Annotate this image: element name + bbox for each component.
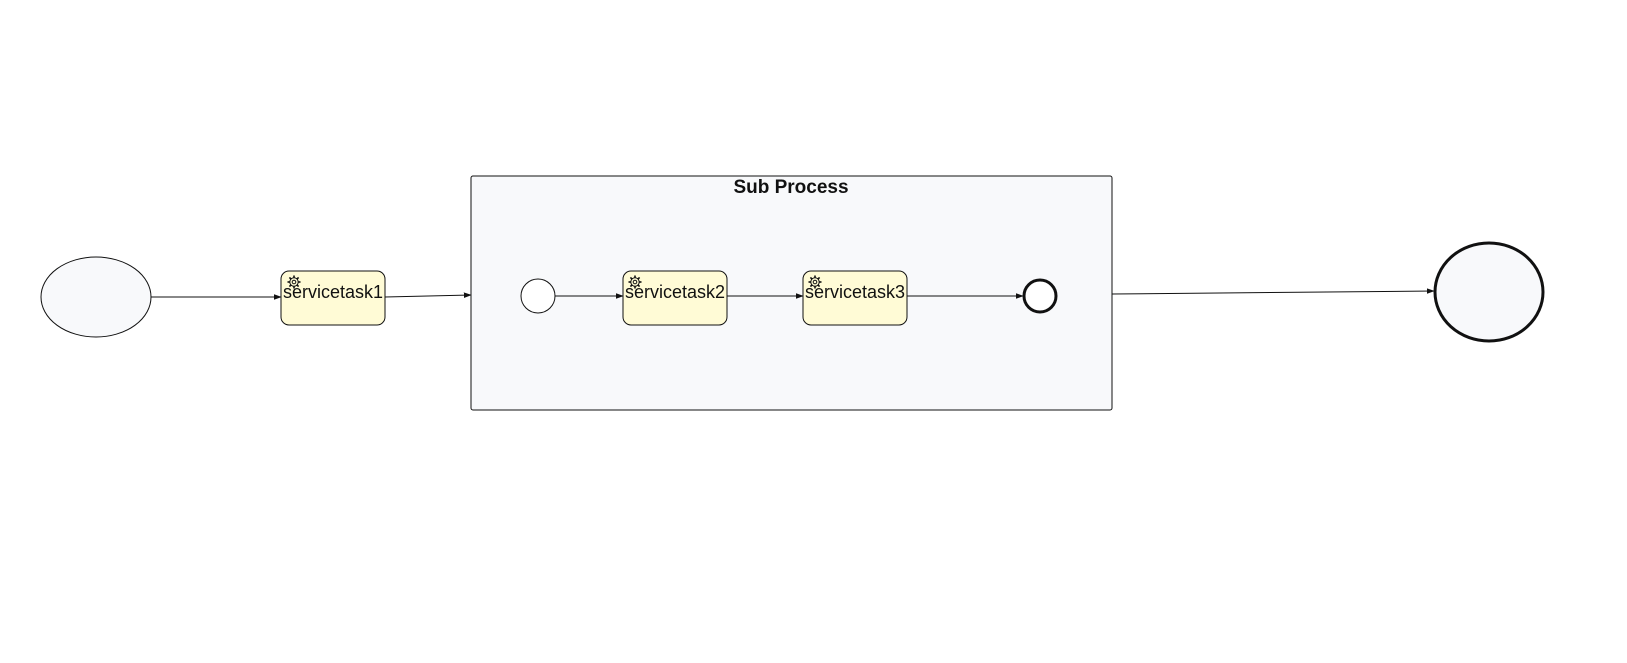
sequence-flow-subprocess-end[interactable] <box>1111 288 1435 295</box>
subprocess-start-event[interactable] <box>520 278 556 314</box>
subprocess-end-event[interactable] <box>1022 278 1058 314</box>
sequence-flow-task1-subprocess[interactable] <box>384 292 472 298</box>
end-event[interactable] <box>1433 241 1545 343</box>
start-event[interactable] <box>40 256 152 338</box>
service-task-3[interactable]: servicetask3 <box>802 270 908 326</box>
service-task-3-label: servicetask3 <box>805 282 905 302</box>
service-task-2-label: servicetask2 <box>625 282 725 302</box>
service-task-1-label: servicetask1 <box>283 282 383 302</box>
service-task-1[interactable]: servicetask1 <box>280 270 386 326</box>
service-task-2[interactable]: servicetask2 <box>622 270 728 326</box>
sub-process-title: Sub Process <box>733 177 848 198</box>
sub-process[interactable]: Sub Process <box>470 175 1113 411</box>
